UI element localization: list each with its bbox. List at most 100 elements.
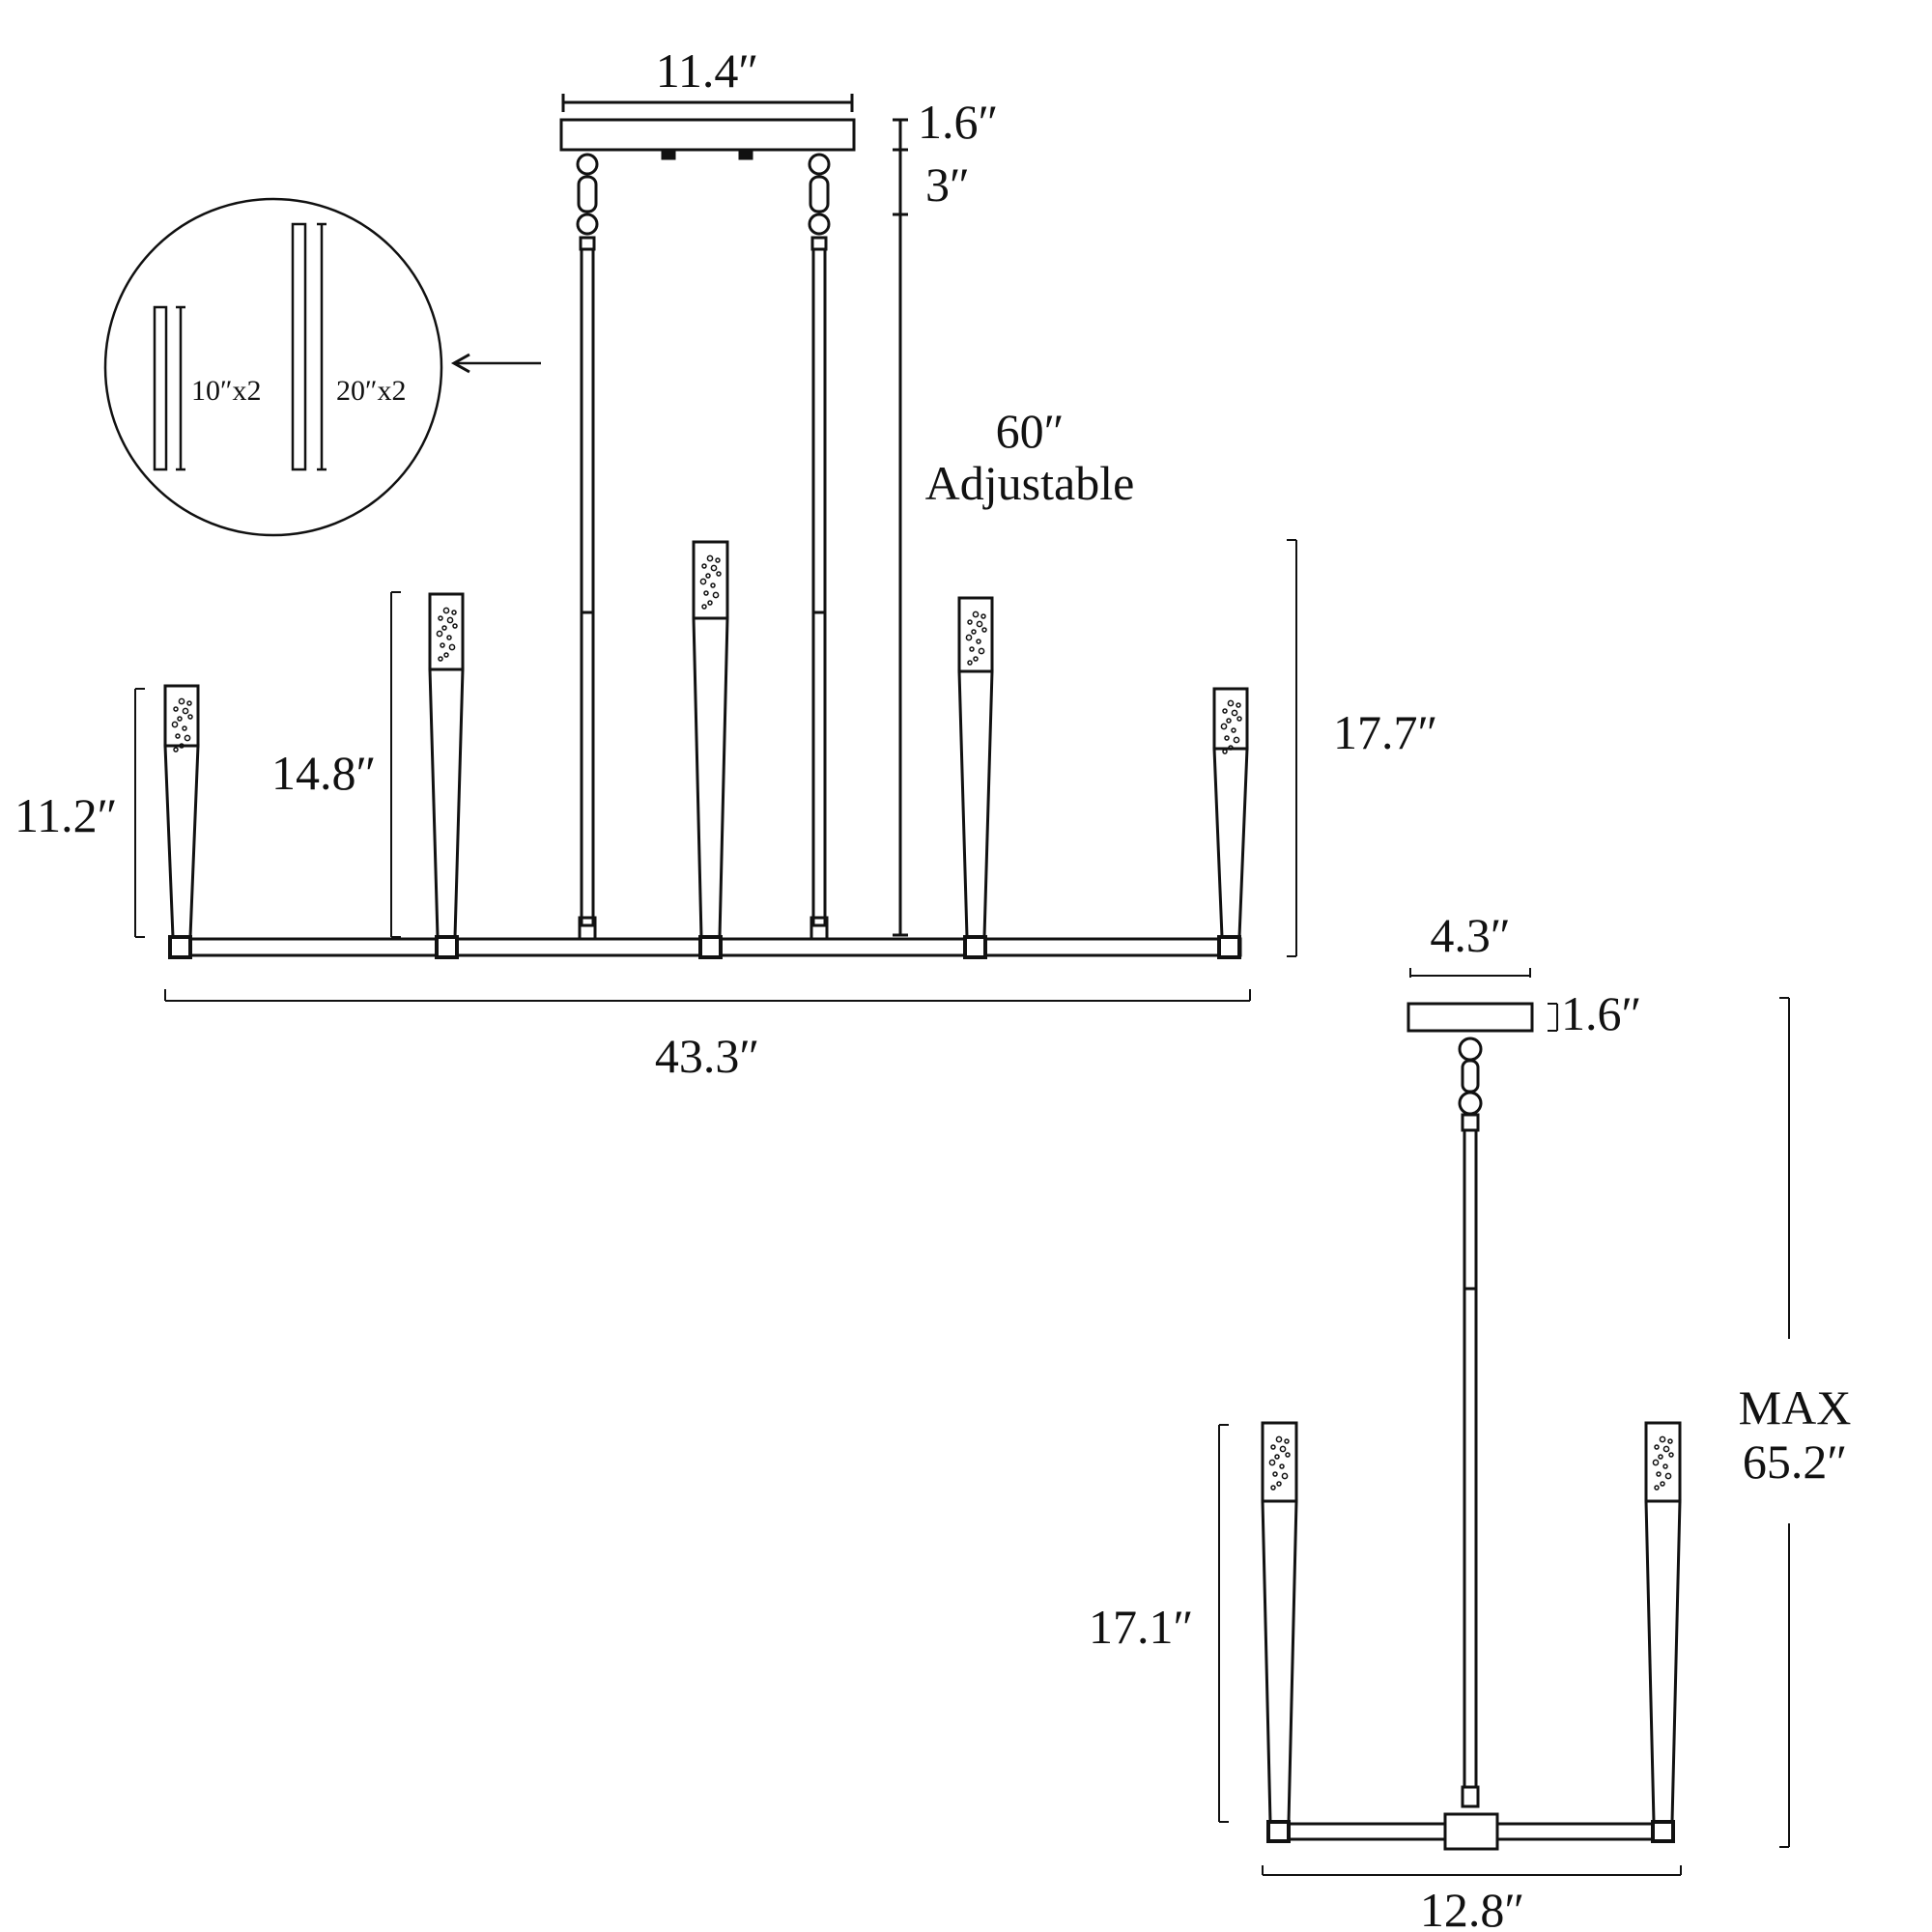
bubble-dot <box>1274 1454 1280 1460</box>
side-max-height-label: 65.2″ <box>1743 1435 1847 1489</box>
bubble-dot <box>1285 1452 1291 1458</box>
bubble-dot <box>179 743 185 749</box>
bubble-dot <box>1236 716 1242 722</box>
bubble-dot <box>715 557 721 563</box>
canopy <box>559 118 856 152</box>
crystal-bubble-pattern <box>1268 1435 1674 1491</box>
bubble-dot <box>705 573 711 579</box>
arm-socket <box>698 935 723 959</box>
side-arm-height-label: 17.1″ <box>1089 1600 1193 1654</box>
bubble-dot <box>1270 1444 1276 1450</box>
bubble-dot <box>710 564 718 572</box>
bubble-dot <box>1220 723 1228 730</box>
bubble-dot <box>441 625 447 631</box>
side-canopy-width-label: 4.3″ <box>1430 908 1510 962</box>
bubble-dot <box>440 642 445 648</box>
bubble-dot <box>699 578 707 585</box>
bubble-dot <box>438 615 443 621</box>
bubble-dot <box>1659 1435 1666 1443</box>
bubble-dot <box>710 582 716 588</box>
long-rod <box>291 222 307 471</box>
bubble-dot <box>1275 1435 1283 1443</box>
arm-mid-height-bracket <box>390 591 401 938</box>
bubble-dot <box>1228 745 1234 751</box>
bubble-dot <box>965 634 973 641</box>
arm-center-height-bracket <box>1287 539 1297 957</box>
chain-right <box>808 153 831 251</box>
bubble-dot <box>184 734 191 742</box>
bubble-dot <box>1279 1445 1287 1453</box>
bubble-dot <box>1279 1463 1285 1469</box>
arm-socket <box>168 935 192 959</box>
side-canopy-width-bracket <box>1409 968 1531 978</box>
candle-arm-outer-right <box>1212 687 1249 939</box>
bubble-dot <box>438 656 443 662</box>
bubble-dot <box>703 590 709 596</box>
bubble-dot <box>1272 1471 1278 1477</box>
arm-outer-height-label: 11.2″ <box>14 788 117 842</box>
bubble-dot <box>1667 1438 1673 1444</box>
bubble-dot <box>1660 1481 1665 1487</box>
bubble-dot <box>967 619 973 625</box>
long-rods-label: 20″x2 <box>336 375 407 407</box>
bubble-dot <box>701 563 707 569</box>
side-canopy <box>1406 1002 1534 1033</box>
side-center-hub <box>1443 1812 1499 1851</box>
front-view <box>134 94 1297 1002</box>
candle-arm-outer-left <box>163 684 200 939</box>
bubble-dot <box>981 627 987 633</box>
overall-width-bracket <box>164 989 1251 1002</box>
bubble-dot <box>712 591 720 599</box>
arm-outer-height-bracket <box>134 688 145 938</box>
arm-socket <box>1217 935 1241 959</box>
bubble-dot <box>1656 1471 1662 1477</box>
bubble-dot <box>187 714 193 720</box>
arm-center-height-label: 17.7″ <box>1333 705 1437 759</box>
bubble-dot <box>1226 718 1232 724</box>
bubble-dot <box>1662 1445 1670 1453</box>
bubble-dot <box>976 620 983 628</box>
bubble-dot <box>436 630 443 638</box>
bubble-dot <box>706 554 714 562</box>
canopy-width-bracket <box>561 94 854 112</box>
bubble-dot <box>1224 735 1230 741</box>
canopy-chain-dim-bracket <box>893 118 908 216</box>
side-view <box>1218 968 1790 1876</box>
side-base-width-bracket <box>1262 1865 1682 1876</box>
bubble-dot <box>175 733 181 739</box>
side-canopy-height-label: 1.6″ <box>1561 986 1641 1040</box>
bubble-dot <box>1222 708 1228 714</box>
canopy-screw <box>738 148 753 160</box>
bubble-dot <box>1662 1463 1668 1469</box>
chain-length-label: 3″ <box>925 157 970 212</box>
rod-right <box>810 247 829 943</box>
bubble-dot <box>1276 1481 1282 1487</box>
side-arm-socket <box>1651 1820 1675 1843</box>
side-candle-arm-left <box>1261 1421 1298 1824</box>
short-rods-label: 10″x2 <box>191 375 262 407</box>
bubble-dot <box>1268 1459 1276 1466</box>
bubble-dot <box>1270 1485 1276 1491</box>
rod-adjustable-label: Adjustable <box>925 456 1135 510</box>
side-chain <box>1458 1037 1483 1132</box>
bubble-dot <box>973 656 979 662</box>
bubble-dot <box>1231 709 1238 717</box>
bubble-dot <box>1668 1452 1674 1458</box>
bubble-dot <box>971 629 977 635</box>
bubble-dot <box>1222 749 1228 754</box>
arrow-left-icon <box>450 353 541 374</box>
bubble-dot <box>1233 736 1240 744</box>
candle-arm-mid-right <box>957 596 994 939</box>
bubble-dot <box>173 747 179 753</box>
side-canopy-height-bracket <box>1548 1003 1558 1032</box>
arm-mid-height-label: 14.8″ <box>271 746 376 800</box>
bubble-dot <box>701 604 707 610</box>
bubble-dot <box>1654 1485 1660 1491</box>
bubble-dot <box>976 639 981 644</box>
bubble-dot <box>443 652 449 658</box>
side-arm-height-bracket <box>1218 1424 1229 1823</box>
bubble-dot <box>972 611 980 618</box>
canopy-width-label: 11.4″ <box>656 43 758 98</box>
bubble-dot <box>448 643 456 651</box>
